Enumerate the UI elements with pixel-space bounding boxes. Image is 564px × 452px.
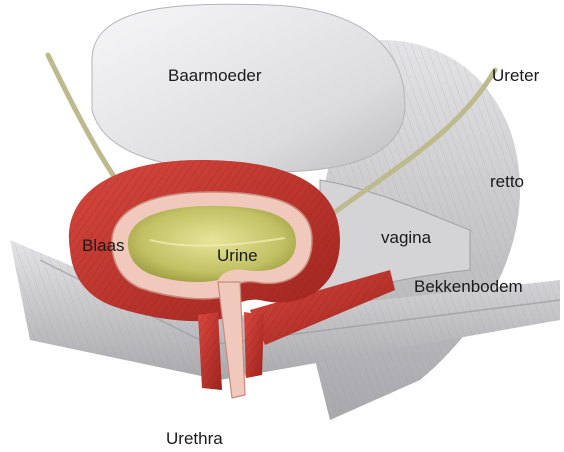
- label-ureter: Ureter: [492, 67, 539, 84]
- label-urine: Urine: [217, 247, 258, 264]
- label-urethra: Urethra: [166, 430, 223, 447]
- label-baarmoeder: Baarmoeder: [168, 67, 262, 84]
- label-blaas: Blaas: [82, 237, 125, 254]
- uterus-shape: [92, 4, 405, 172]
- label-vagina: vagina: [381, 229, 431, 246]
- label-bekkenbodem: Bekkenbodem: [414, 278, 523, 295]
- label-retto: retto: [490, 173, 524, 190]
